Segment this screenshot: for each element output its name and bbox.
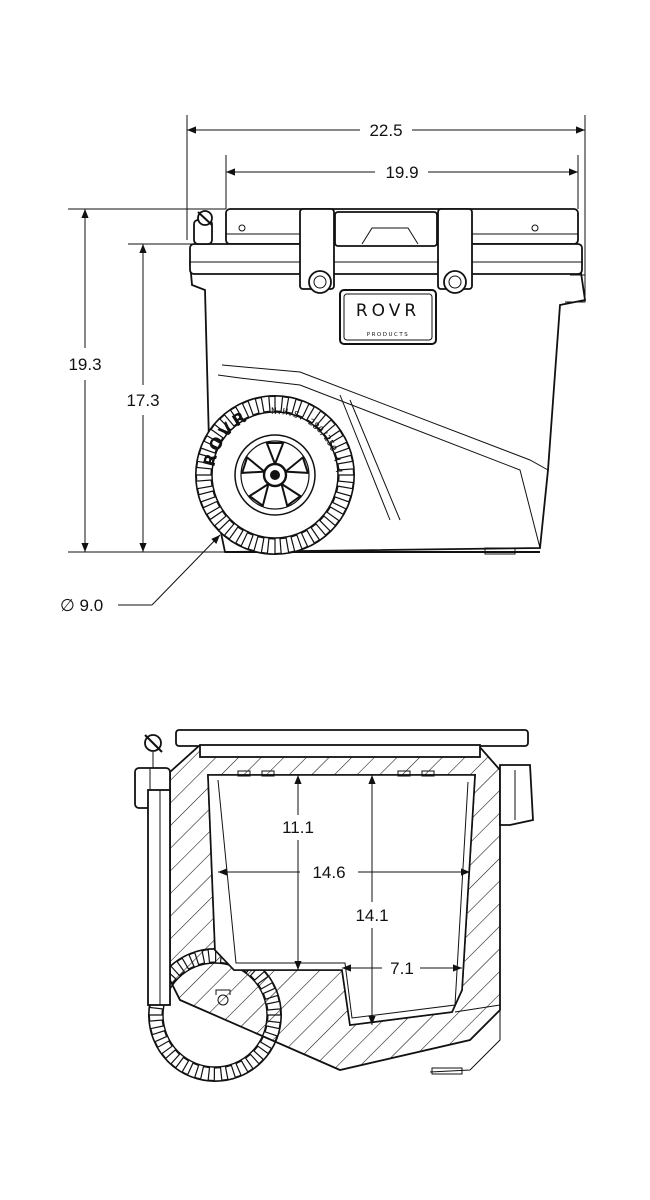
tread-block xyxy=(224,1064,237,1081)
tread-block xyxy=(199,1066,211,1082)
tread-block xyxy=(240,532,254,550)
tread-block xyxy=(205,428,224,444)
tread-block xyxy=(223,409,240,427)
tread-block xyxy=(174,1056,190,1074)
logo-subtext: PRODUCTS xyxy=(367,332,409,338)
tread-block xyxy=(296,400,310,418)
section-view: 11.1 14.6 14.1 7.1 xyxy=(134,729,534,1082)
tread-block xyxy=(335,485,354,497)
dim-upper-depth: 11.1 xyxy=(282,818,314,837)
tread-block xyxy=(234,402,250,421)
tread-block xyxy=(148,1006,164,1016)
tread-block xyxy=(217,519,235,537)
tread-block xyxy=(334,447,353,460)
front-view: ROVR PRODUCTS ROVR N.H.S. 280/250-4 4P.R… xyxy=(0,0,587,615)
wheel-spoke xyxy=(282,455,310,474)
tread-block xyxy=(197,490,216,503)
tread-block xyxy=(285,396,297,415)
tread-block xyxy=(326,506,345,522)
wheel-spoke xyxy=(247,481,271,508)
tread-block xyxy=(266,538,276,555)
dim-total-depth: 14.1 xyxy=(355,906,388,925)
tread-block xyxy=(244,1053,261,1070)
tread-block xyxy=(213,417,231,435)
tread-block xyxy=(337,460,355,471)
tread-block xyxy=(253,1045,270,1061)
tread-block xyxy=(338,474,355,484)
section-dimensions: 11.1 14.6 14.1 7.1 xyxy=(218,775,470,1025)
dim-overall-width: 22.5 xyxy=(369,121,402,140)
tread-block xyxy=(279,537,290,555)
tread-block xyxy=(319,515,337,533)
wheel-spokes xyxy=(240,442,310,508)
tread-block xyxy=(200,440,218,454)
tread-block xyxy=(148,1019,164,1030)
tread-block xyxy=(253,535,265,554)
tread-block xyxy=(213,1067,223,1082)
tread-block xyxy=(228,526,244,545)
dim-overall-height: 19.3 xyxy=(68,355,101,374)
wheel-spoke xyxy=(265,442,285,467)
tread-block xyxy=(300,529,316,548)
tire-tread xyxy=(195,395,355,555)
tread-block xyxy=(247,397,260,416)
tread-block xyxy=(164,1049,181,1065)
tread-block xyxy=(235,1060,249,1077)
front-dimensions: 22.5 19.9 19.3 17.3 ∅ 9.0 xyxy=(60,115,586,615)
section-lid xyxy=(175,729,529,777)
tread-block xyxy=(310,523,327,541)
wheel-spoke xyxy=(240,455,268,474)
tread-block xyxy=(332,496,350,510)
tread-block xyxy=(329,434,348,450)
logo-text: ROVR xyxy=(356,301,420,321)
dim-inner-width: 14.6 xyxy=(312,863,345,882)
section-right-bracket xyxy=(429,764,534,1075)
tread-block xyxy=(290,534,303,553)
tread-block xyxy=(195,479,213,490)
tread-block xyxy=(202,500,221,516)
dim-body-width: 19.9 xyxy=(385,163,418,182)
tread-block xyxy=(274,395,284,412)
tread-block xyxy=(315,413,333,431)
dim-body-height: 17.3 xyxy=(126,391,159,410)
tread-block xyxy=(196,453,215,465)
dim-wheel-diameter: ∅ 9.0 xyxy=(60,596,103,615)
tread-block xyxy=(209,510,227,527)
dim-step-width: 7.1 xyxy=(390,959,414,978)
section-left-bracket xyxy=(134,734,231,1006)
tread-block xyxy=(323,423,341,440)
tread-block xyxy=(306,405,322,424)
tread-block xyxy=(151,1030,168,1043)
wheel-spoke xyxy=(279,481,303,508)
tread-block xyxy=(195,466,212,476)
tread-block xyxy=(186,1062,200,1079)
tread-block xyxy=(156,1040,173,1055)
tread-block xyxy=(260,395,271,413)
rovr-logo: ROVR PRODUCTS xyxy=(339,289,437,345)
